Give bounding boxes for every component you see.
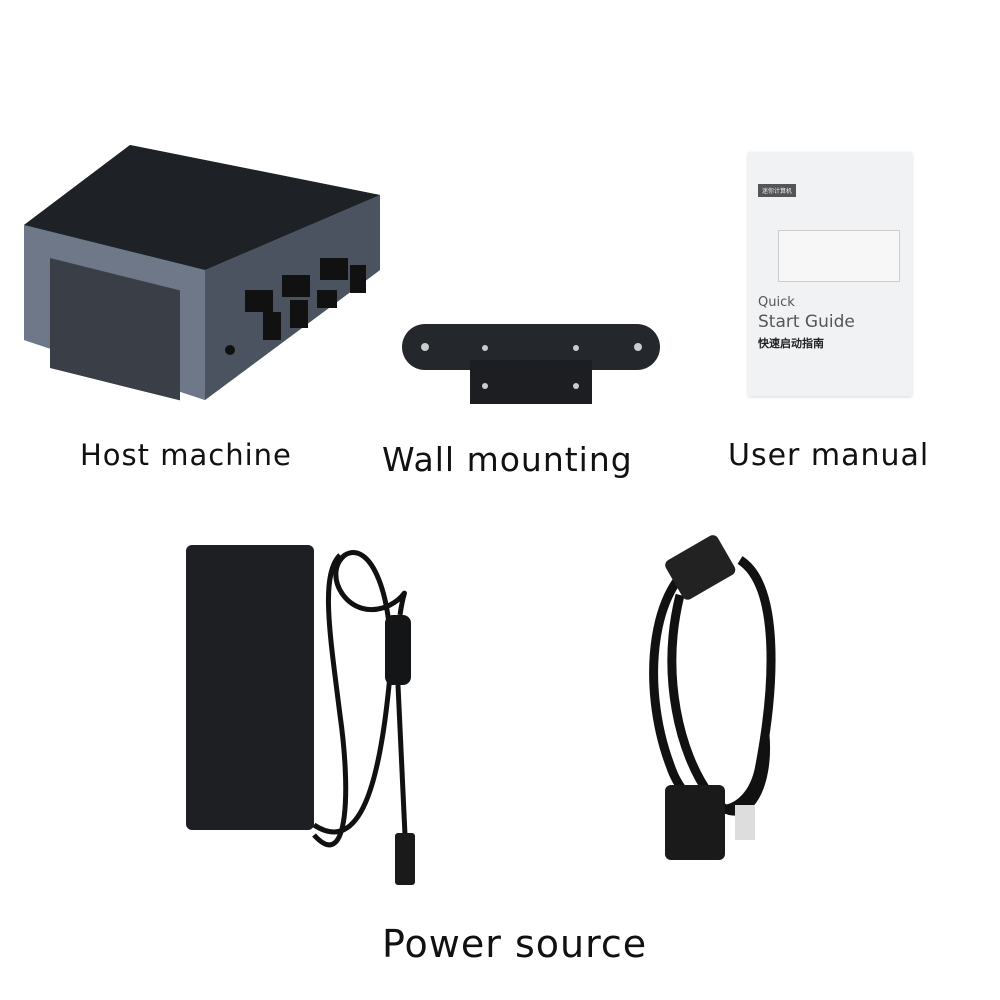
power-cord-image: [649, 535, 776, 860]
manual-title-line3: 快速启动指南: [758, 337, 824, 350]
manual-tag: 迷你计算机: [758, 184, 797, 197]
power-adapter-image: [186, 545, 415, 885]
host-machine-image: [24, 145, 380, 401]
label-wall-mounting: Wall mounting: [382, 440, 633, 479]
manual-device-illustration: [778, 230, 900, 282]
label-user-manual: User manual: [728, 438, 930, 473]
label-host-machine: Host machine: [80, 438, 292, 472]
user-manual-image: 迷你计算机 Quick Start Guide 快速启动指南: [748, 152, 912, 396]
manual-title-line2: Start Guide: [758, 312, 855, 332]
label-power-source: Power source: [382, 922, 648, 966]
wall-mount-image: [402, 324, 660, 404]
manual-title-line1: Quick: [758, 295, 795, 310]
